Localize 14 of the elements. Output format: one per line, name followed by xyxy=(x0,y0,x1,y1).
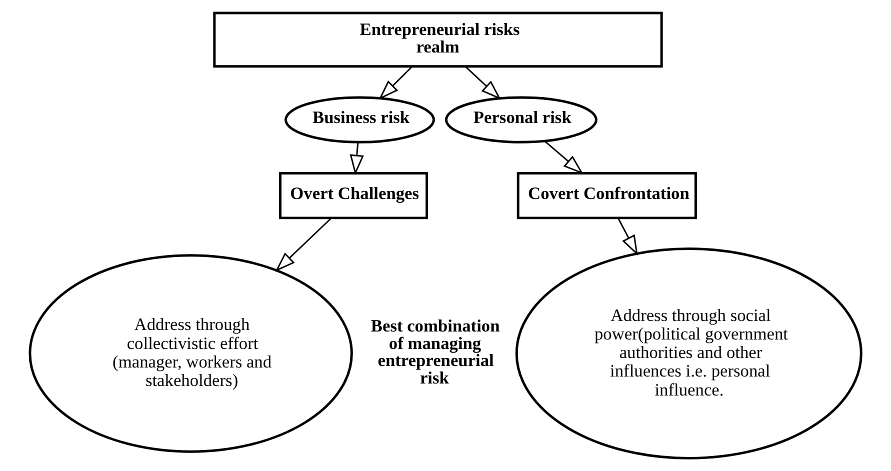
node-box: Covert Confrontation xyxy=(516,172,697,220)
node-text: Best combination of managing entrepreneurial risk xyxy=(370,316,500,388)
node-box: Entrepreneurial risks realm xyxy=(213,12,663,68)
arrow xyxy=(275,218,332,272)
arrow xyxy=(465,66,502,100)
node-ellipse: Address through collectivistic effort (manager, workers and stakeholders) xyxy=(28,254,353,453)
node-ellipse: Personal risk xyxy=(444,96,598,144)
arrow xyxy=(350,142,364,176)
arrow xyxy=(617,218,638,256)
node-ellipse: Address through social power(political government authorities and other influences i.e. personal influence. xyxy=(515,248,862,460)
node-ellipse: Business risk xyxy=(284,96,435,144)
node-box: Overt Challenges xyxy=(279,172,428,220)
arrow xyxy=(378,66,412,100)
arrow xyxy=(544,140,584,174)
